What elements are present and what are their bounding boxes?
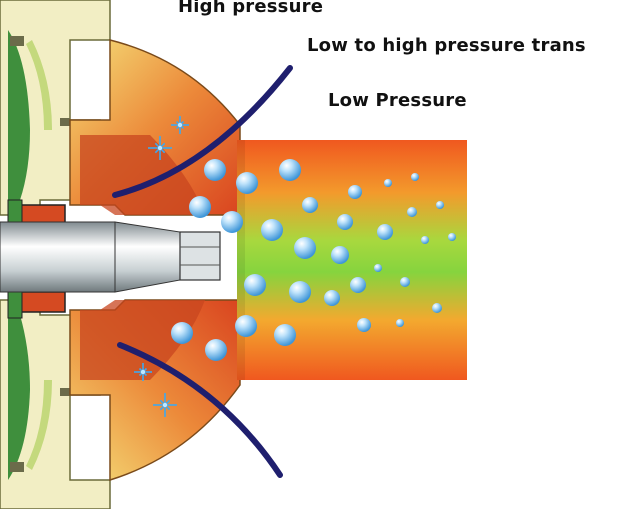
bubble-icon [384, 179, 392, 187]
spark-icon [148, 136, 172, 160]
bubble-icon [436, 201, 444, 209]
spark-icon [153, 393, 177, 417]
bubble-icon [421, 236, 429, 244]
bubble-icon [289, 281, 311, 303]
bubble-group [171, 159, 456, 361]
bubble-icon [204, 159, 226, 181]
bubble-icon [236, 172, 258, 194]
label-transition: Low to high pressure trans [307, 35, 586, 56]
bubble-icon [261, 219, 283, 241]
bubble-icon [357, 318, 371, 332]
spark-icon [171, 116, 189, 134]
bubble-icon [331, 246, 349, 264]
curved-arrow-icon [112, 65, 293, 198]
bubble-icon [348, 185, 362, 199]
bubble-icon [205, 339, 227, 361]
bubble-icon [274, 324, 296, 346]
bubble-icon [411, 173, 419, 181]
bubble-icon [324, 290, 340, 306]
bubble-icon [396, 319, 404, 327]
spark-icon [134, 363, 152, 381]
spark-group [134, 116, 189, 417]
volute-lower [8, 315, 30, 480]
pump-shaft [0, 221, 116, 293]
bubble-icon [377, 224, 393, 240]
bubble-icon [279, 159, 301, 181]
bubble-icon [171, 322, 193, 344]
bubble-icon [235, 315, 257, 337]
impeller-nut [179, 231, 221, 281]
label-high-pressure: High pressure [178, 0, 324, 17]
bubble-icon [189, 196, 211, 218]
bubble-icon [432, 303, 442, 313]
bubble-icon [407, 207, 417, 217]
bubble-icon [244, 274, 266, 296]
shaft-taper [114, 221, 181, 293]
suction-pipe [237, 140, 467, 380]
curved-arrow-icon [117, 342, 283, 478]
seal-lower [19, 291, 66, 313]
bubble-icon [400, 277, 410, 287]
bubble-icon [448, 233, 456, 241]
label-low-pressure: Low Pressure [328, 90, 467, 111]
volute-upper [8, 30, 30, 200]
bubble-icon [302, 197, 318, 213]
bubble-icon [350, 277, 366, 293]
bubble-icon [294, 237, 316, 259]
bubble-icon [337, 214, 353, 230]
bubble-icon [374, 264, 382, 272]
bubble-icon [221, 211, 243, 233]
